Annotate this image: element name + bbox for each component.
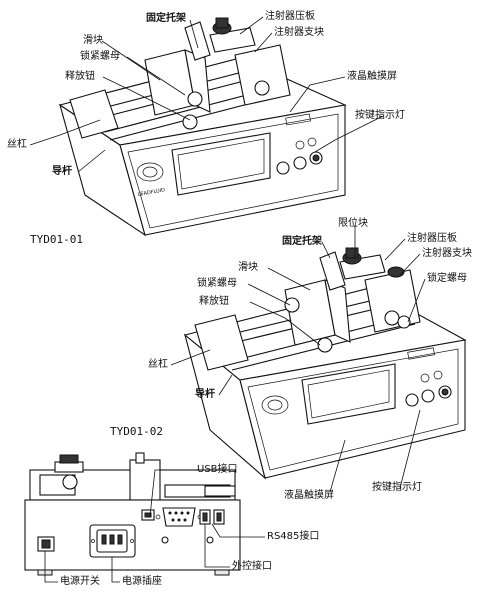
rear-power-switch-label: 电源开关 [60, 576, 100, 587]
p2-lock-nut-right-label: 锁定螺母 [427, 273, 467, 284]
rear-external-control-label: 外控接口 [232, 561, 272, 572]
leader-lines [29, 16, 426, 583]
p1-fixed-bracket-label: 固定托架 [146, 13, 186, 24]
p1-slider-label: 滑块 [83, 35, 103, 46]
p1-syringe-plate-label: 注射器压板 [265, 11, 315, 22]
p1-lead-screw-label: 丝杠 [7, 139, 27, 150]
p2-release-button-label: 释放钮 [199, 296, 229, 307]
rear-power-socket-label: 电源插座 [122, 576, 162, 587]
p1-guide-rod-label: 导杆 [52, 166, 72, 177]
p2-fixed-bracket-label: 固定托架 [282, 236, 322, 247]
pump1-drawing: LEADFLUID [58, 17, 347, 237]
p2-syringe-holder-label: 注射器支块 [422, 248, 472, 259]
rear-usb-label: USB接口 [197, 464, 238, 475]
rear-rs485-label: RS485接口 [267, 531, 320, 542]
p1-lcd-label: 液晶触摸屏 [347, 71, 397, 82]
p2-lead-screw-label: 丝杠 [148, 359, 168, 370]
p2-guide-rod-label: 导杆 [195, 389, 215, 400]
rear-drawing [24, 452, 241, 576]
pump2-drawing [183, 247, 467, 480]
p1-key-indicator-label: 按键指示灯 [355, 110, 405, 121]
p1-release-button-label: 释放钮 [65, 71, 95, 82]
p2-model: TYD01-02 [110, 425, 163, 438]
p2-syringe-plate-label: 注射器压板 [407, 233, 457, 244]
p2-limit-block-label: 限位块 [338, 218, 368, 229]
p1-model: TYD01-01 [30, 233, 83, 246]
p2-key-indicator-label: 按键指示灯 [372, 482, 422, 493]
p2-slider-label: 滑块 [238, 262, 258, 273]
p2-lock-nut-label: 锁紧螺母 [197, 278, 237, 289]
p2-lcd-label: 液晶触摸屏 [284, 490, 334, 501]
p1-syringe-holder-label: 注射器支块 [274, 27, 324, 38]
p1-lock-nut-label: 锁紧螺母 [80, 51, 120, 62]
svg-text:LEADFLUID: LEADFLUID [137, 187, 165, 198]
